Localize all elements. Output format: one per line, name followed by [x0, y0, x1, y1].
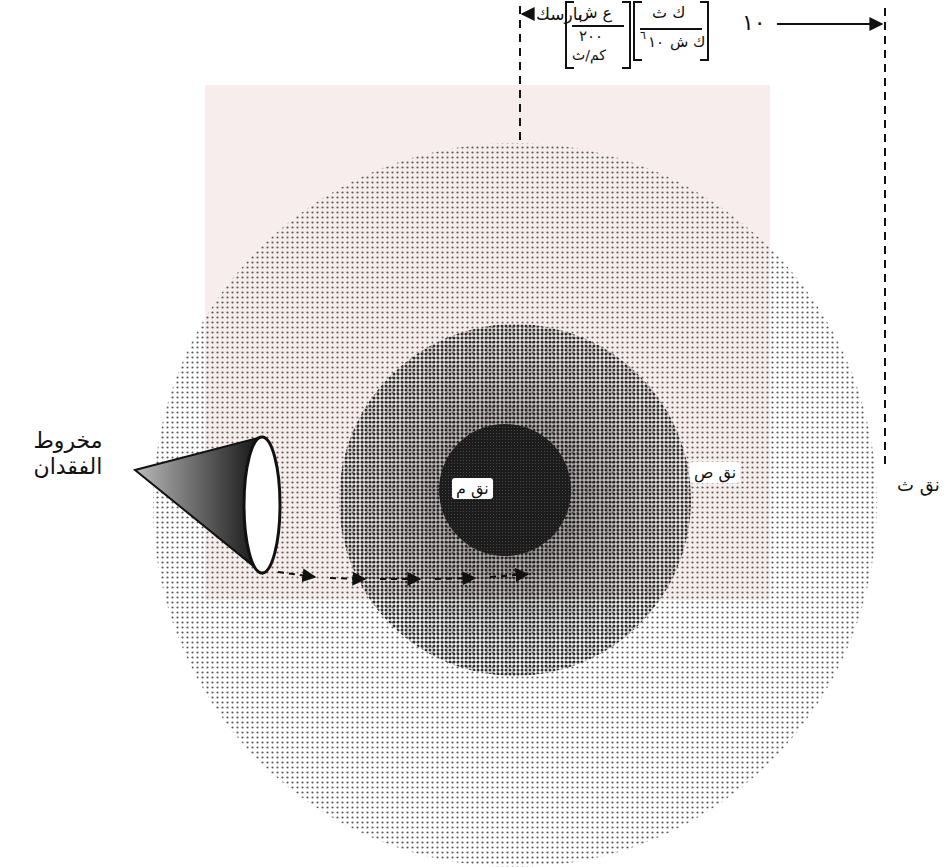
formula-term: ١٠: [648, 33, 664, 51]
formula-exponent: ٦: [640, 29, 646, 42]
radius-label: نق ص: [690, 462, 740, 483]
core-region: [439, 424, 571, 556]
dimension-number: ١٠: [742, 10, 766, 36]
unit-label: بارسك: [536, 4, 583, 24]
cone-label: مخروط الفقدان: [18, 428, 118, 481]
formula-term: ك ث: [652, 3, 685, 22]
formula-brackets: [566, 2, 708, 68]
formula-term: كم/ث: [572, 47, 606, 64]
radius-label: نق ث: [893, 473, 944, 497]
loss-cone: [135, 437, 280, 573]
flow-arrows: [278, 572, 528, 579]
outer-region: [153, 143, 877, 867]
radius-label: نق م: [452, 478, 493, 499]
middle-shade: [339, 324, 691, 676]
middle-region: [339, 324, 691, 676]
formula-term: ٢٠٠: [579, 27, 603, 45]
dimension-lines: [520, 6, 885, 468]
formula-term: ك ش: [670, 33, 705, 51]
formula-term: ع ش: [578, 3, 612, 22]
